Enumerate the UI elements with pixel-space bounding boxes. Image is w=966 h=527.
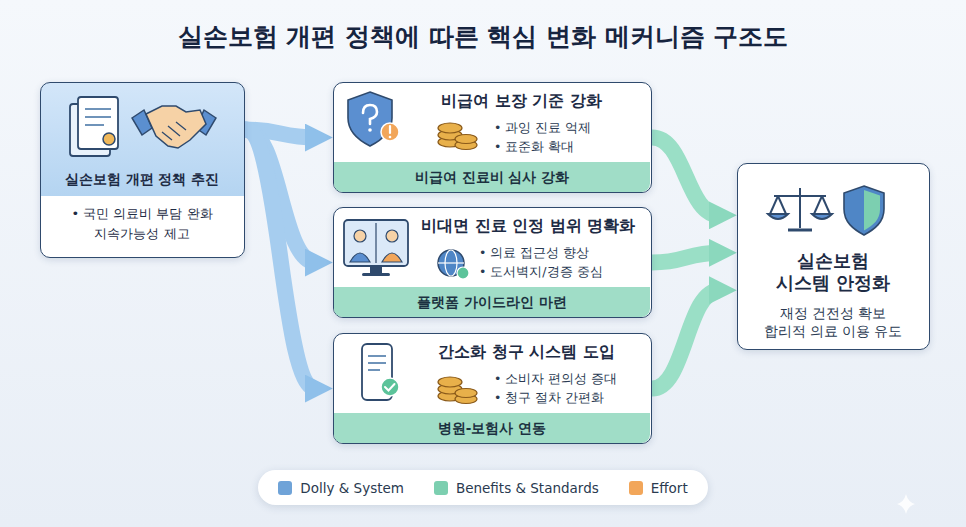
start-box: 실손보험 개편 정책 추진 • 국민 의료비 부담 완화 지속가능성 제고 <box>40 82 245 258</box>
scales-icon <box>768 188 832 230</box>
legend-label: Effort <box>651 480 688 496</box>
coins-icon <box>438 123 477 150</box>
legend-box: Dolly & System Benefits & Standards Effort <box>258 470 708 505</box>
box-heading: 비급여 보장 기준 강화 <box>441 91 641 112</box>
box-heading: 간소화 청구 시스템 도입 <box>438 342 643 363</box>
coins-icon <box>438 377 477 404</box>
bullet-item: • 과잉 진료 억제 <box>494 120 644 137</box>
bullet-item: • 표준화 확대 <box>494 139 644 156</box>
diagram-title: 실손보험 개편 정책에 따른 핵심 변화 메커니즘 구조도 <box>0 20 966 53</box>
monitor-icon <box>344 220 408 276</box>
handshake-icon <box>132 106 216 148</box>
legend-label: Benefits & Standards <box>456 480 599 496</box>
bullet-item: • 소비자 편의성 증대 <box>494 371 644 388</box>
legend-item: Effort <box>629 480 688 496</box>
process-box: 비대면 진료 인정 범위 명확화 • 의료 접근성 향상 • 도서벽지/경증 중심플… <box>333 207 652 318</box>
globe-icon <box>438 250 469 279</box>
shield-icon <box>844 186 884 235</box>
box-body: 재정 건전성 확보 합리적 의료 이용 유도 <box>760 304 906 340</box>
shield-icon <box>348 92 399 146</box>
legend-label: Dolly & System <box>300 480 404 496</box>
sparkle-mark <box>897 494 915 514</box>
flow-arrow <box>652 138 720 216</box>
box-heading: 실손보험 시스템 안정화 <box>773 250 893 294</box>
footer-band: 병원-보험사 연동 <box>334 413 650 443</box>
legend-item: Dolly & System <box>278 480 404 496</box>
result-box: 실손보험 시스템 안정화재정 건전성 확보 합리적 의료 이용 유도 <box>737 163 930 350</box>
legend-swatch <box>278 481 292 495</box>
legend-swatch <box>629 481 643 495</box>
box-heading: 비대면 진료 인정 범위 명확화 <box>421 216 649 237</box>
band-label: 비급여 진료비 심사 강화 <box>334 162 650 192</box>
bullet-item: • 의료 접근성 향상 <box>479 245 644 262</box>
box-heading: 실손보험 개편 정책 추진 <box>41 171 243 189</box>
legend-swatch <box>434 481 448 495</box>
process-box: 간소화 청구 시스템 도입 • 소비자 편의성 증대 • 청구 절차 간편화병원-보… <box>333 333 652 444</box>
phone-icon <box>362 344 399 400</box>
document-icon <box>70 97 118 156</box>
flow-arrow <box>652 290 720 388</box>
band-label: 플랫폼 가이드라인 마련 <box>334 287 650 317</box>
bullet-item: • 도서벽지/경증 중심 <box>479 264 644 281</box>
process-box: 비급여 보장 기준 강화 • 과잉 진료 억제 • 표준화 확대비급여 진료비 심사… <box>333 82 652 193</box>
footer-band: 비급여 진료비 심사 강화 <box>334 162 650 192</box>
box-body: • 국민 의료비 부담 완화 지속가능성 제고 <box>62 204 222 244</box>
footer-band: 플랫폼 가이드라인 마련 <box>334 287 650 317</box>
legend-item: Benefits & Standards <box>434 480 599 496</box>
bullet-item: • 청구 절차 간편화 <box>494 390 644 407</box>
band-label: 병원-보험사 연동 <box>334 413 650 443</box>
flow-arrow <box>245 130 316 389</box>
flow-arrow <box>652 253 720 263</box>
